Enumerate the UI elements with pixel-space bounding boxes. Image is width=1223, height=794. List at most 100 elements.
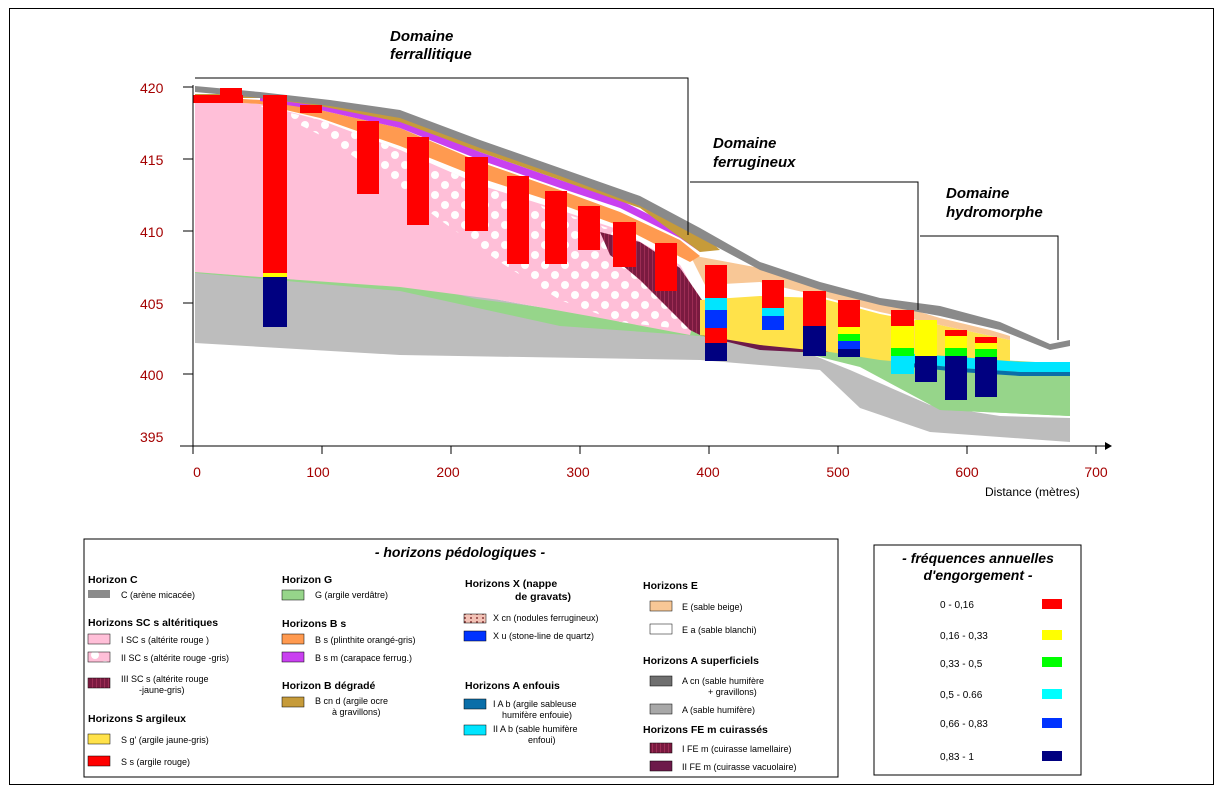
legend-item: C (arène micacée) [121, 590, 195, 600]
frequency-label: 0,16 - 0,33 [940, 631, 988, 642]
legend-group-fe: Horizons FE m cuirassés [643, 724, 768, 736]
legend-item: I A b (argile sableuse [493, 699, 577, 709]
legend-item: B cn d (argile ocre [315, 696, 388, 706]
x-tick-label: 300 [566, 464, 590, 480]
y-tick-label: 405 [140, 296, 164, 312]
legend-group-e: Horizons E [643, 580, 698, 592]
swatch-argile-jaune-gris [87, 733, 111, 745]
x-tick-label: 700 [1084, 464, 1108, 480]
frequency-title-l1: - fréquences annuelles [902, 550, 1054, 566]
y-tick-label: 420 [140, 80, 164, 96]
legend-group-c: Horizon C [88, 574, 138, 586]
swatch-carapace [281, 651, 305, 663]
swatch-arene [88, 590, 110, 598]
legend-item: + gravillons) [708, 687, 757, 697]
swatch-sable-humifere [649, 703, 673, 715]
swatch-sable-blanchi [649, 623, 673, 635]
frequency-label: 0,66 - 0,83 [940, 719, 988, 730]
layer-arene-micacee [195, 200, 1070, 442]
x-tick-label: 500 [826, 464, 850, 480]
frequency-label: 0 - 0,16 [940, 600, 974, 611]
frequency-swatch [1042, 599, 1062, 609]
legend-group-bd: Horizon B dégradé [282, 680, 376, 692]
swatch-argile-rouge [87, 755, 111, 767]
legend-item: II SC s (altérite rouge -gris) [121, 653, 229, 663]
domain-label-ferrallitique-l1: Domaine [390, 28, 453, 45]
y-tick-label: 410 [140, 224, 164, 240]
legend-group-x-l2: de gravats) [515, 591, 571, 603]
frequency-label: 0,33 - 0,5 [940, 659, 983, 670]
y-tick-label: 415 [140, 152, 164, 168]
swatch-argile-verdatre [281, 589, 305, 601]
swatch-sable-beige [649, 600, 673, 612]
frequency-label: 0,83 - 1 [940, 752, 974, 763]
domain-label-hydromorphe-l1: Domaine [946, 185, 1009, 202]
swatch-argile-ocre [281, 696, 305, 708]
x-tick-label: 200 [436, 464, 460, 480]
legend-title: - horizons pédologiques - [375, 544, 546, 560]
frequency-swatch [1042, 751, 1062, 761]
legend-group-g: Horizon G [282, 574, 332, 586]
frequency-legend: - fréquences annuelles d'engorgement - 0… [873, 544, 1082, 776]
legend-item: II FE m (cuirasse vacuolaire) [682, 762, 797, 772]
legend-item: E (sable beige) [682, 602, 743, 612]
swatch-nodules [463, 613, 487, 624]
frequency-swatch [1042, 630, 1062, 640]
legend-group-x-l1: Horizons X (nappe [465, 578, 557, 590]
x-tick-label: 600 [955, 464, 979, 480]
swatch-cuirasse-vacuolaire [649, 760, 673, 772]
domain-label-ferrugineux-l2: ferrugineux [713, 154, 796, 171]
legend-item: S s (argile rouge) [121, 757, 190, 767]
legend-item: B s (plinthite orangé-gris) [315, 635, 416, 645]
legend-group-ab: Horizons A enfouis [465, 680, 560, 692]
swatch-alterite-rouge-gris [87, 651, 111, 663]
swatch-sable-humifere-gravillons [649, 675, 673, 687]
legend-item: X u (stone-line de quartz) [493, 631, 594, 641]
legend-item: I FE m (cuirasse lamellaire) [682, 744, 792, 754]
legend-item: I SC s (altérite rouge ) [121, 635, 209, 645]
legend-item: S g' (argile jaune-gris) [121, 735, 209, 745]
swatch-sable-humifere-enfoui [463, 724, 487, 736]
legend-item: II A b (sable humifère [493, 724, 578, 734]
x-tick-label: 100 [306, 464, 330, 480]
legend-group-asup: Horizons A superficiels [643, 655, 759, 667]
legend-group-bs: Horizons B s [282, 618, 346, 630]
layer-argile-verdatre-upper [195, 272, 1070, 416]
layer-sable-humifere [195, 86, 1070, 350]
swatch-argile-humifere-enfouie [463, 698, 487, 710]
legend-item: A (sable humifère) [682, 705, 755, 715]
legend-item: -jaune-gris) [139, 685, 185, 695]
swatch-cuirasse-lamellaire [649, 742, 673, 754]
legend-item: X cn (nodules ferrugineux) [493, 613, 599, 623]
legend-item: G (argile verdâtre) [315, 590, 388, 600]
legend-item: à gravillons) [332, 707, 381, 717]
soil-cross-section [193, 86, 1070, 442]
frequency-swatch [1042, 657, 1062, 667]
swatch-plinthite [281, 633, 305, 645]
x-tick-label: 0 [193, 464, 201, 480]
legend-group-sc: Horizons SC s altéritiques [88, 617, 218, 629]
y-tick-label: 395 [140, 429, 164, 445]
horizons-legend: - horizons pédologiques - Horizon C C (a… [83, 538, 839, 778]
legend-item: humifère enfouie) [502, 710, 572, 720]
x-axis-label: Distance (mètres) [985, 485, 1080, 499]
legend-item: enfoui) [528, 735, 556, 745]
legend-group-s: Horizons S argileux [88, 713, 186, 725]
frequency-swatch [1042, 718, 1062, 728]
x-tick-label: 400 [696, 464, 720, 480]
domain-label-ferrallitique-l2: ferrallitique [390, 46, 472, 63]
domain-label-ferrugineux-l1: Domaine [713, 135, 776, 152]
legend-item: E a (sable blanchi) [682, 625, 757, 635]
frequency-title-l2: d'engorgement - [923, 567, 1032, 583]
layer-stone-line [900, 362, 1070, 376]
frequency-label: 0,5 - 0.66 [940, 690, 983, 701]
swatch-alterite-rouge [87, 633, 111, 645]
legend-item: B s m (carapace ferrug.) [315, 653, 412, 663]
swatch-stone-line [463, 630, 487, 642]
legend-item: A cn (sable humifère [682, 676, 764, 686]
swatch-alterite-rouge-jaune-gris [87, 677, 111, 689]
y-tick-label: 400 [140, 367, 164, 383]
axes: 420 415 410 405 400 395 0 100 200 300 40… [140, 80, 1112, 499]
frequency-swatch [1042, 689, 1062, 699]
